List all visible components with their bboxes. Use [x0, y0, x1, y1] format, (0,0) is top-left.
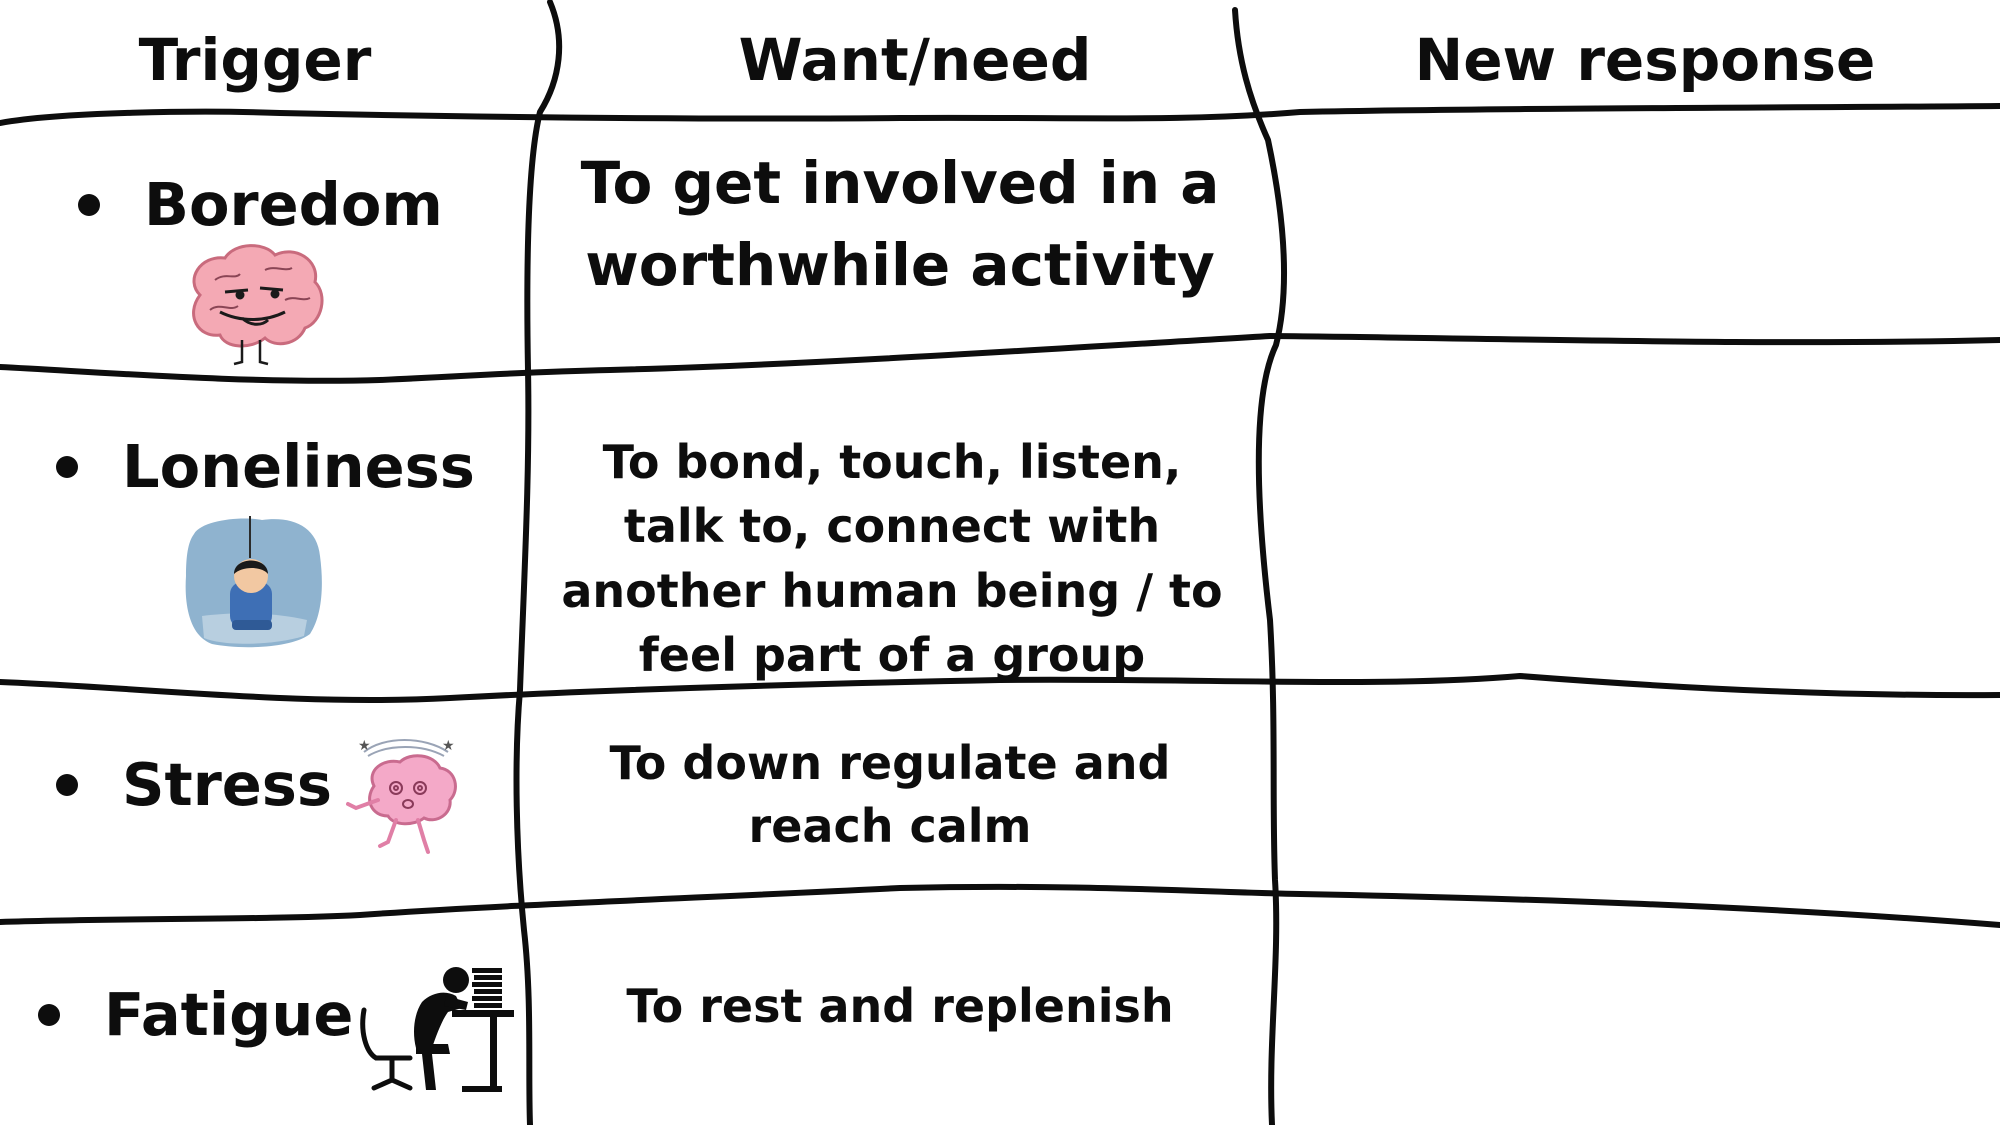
tired-worker-icon: [360, 967, 514, 1092]
bullet-icon: [56, 455, 78, 478]
trigger-label: Stress: [122, 750, 333, 819]
row-divider-header: [0, 103, 2000, 126]
bored-brain-icon: [192, 244, 324, 366]
dizzy-brain-icon: ★ ★: [346, 738, 457, 854]
trigger-label: Loneliness: [122, 432, 475, 501]
trigger-item-fatigue: Fatigue: [38, 980, 353, 1049]
bullet-icon: [38, 1003, 60, 1026]
want-need-fatigue: To rest and replenish: [626, 979, 1174, 1033]
column-divider-1: [513, 0, 563, 1125]
want-need-loneliness: To bond, touch, listen, talk to, connect…: [561, 435, 1223, 683]
header-new-response: New response: [1414, 26, 1876, 94]
bullet-icon: [56, 773, 78, 796]
trigger-item-stress: Stress: [56, 750, 332, 819]
want-need-stress: To down regulate and reach calm: [609, 736, 1171, 854]
svg-text:★: ★: [358, 738, 371, 754]
lonely-child-icon: [185, 516, 322, 648]
trigger-label: Boredom: [144, 170, 443, 239]
trigger-item-boredom: Boredom: [78, 170, 443, 239]
row-divider-3: [0, 883, 2000, 928]
bullet-icon: [78, 193, 100, 216]
header-trigger: Trigger: [138, 26, 372, 94]
trigger-item-loneliness: Loneliness: [56, 432, 475, 501]
row-divider-1: [0, 333, 2000, 384]
header-want-need: Want/need: [738, 26, 1092, 94]
svg-text:★: ★: [442, 738, 455, 754]
row-divider-2: [0, 673, 2000, 704]
column-divider-2: [1232, 7, 1288, 1125]
want-need-boredom: To get involved in a worthwhile activity: [580, 149, 1220, 300]
trigger-label: Fatigue: [104, 980, 354, 1049]
